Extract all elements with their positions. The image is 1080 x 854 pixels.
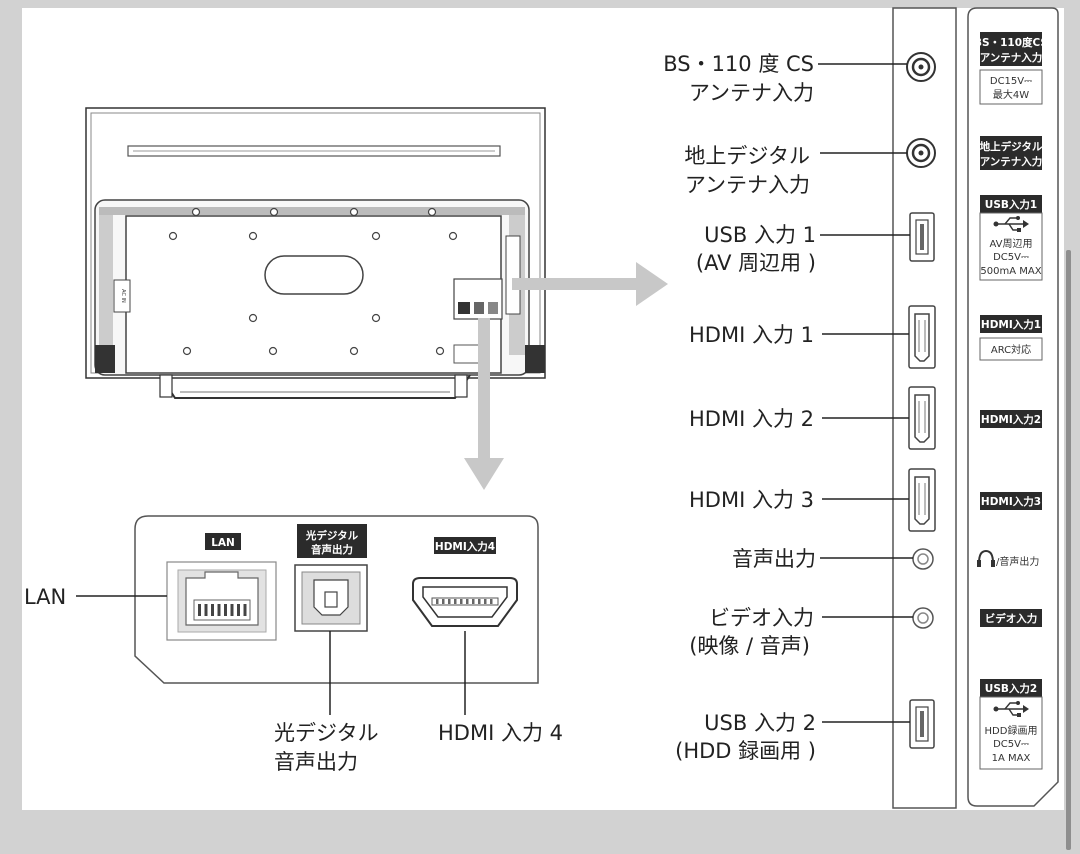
usb1-label-line1: USB 入力 1 xyxy=(704,223,816,247)
screw xyxy=(371,313,381,323)
hdmi1-label: HDMI 入力 1 xyxy=(689,323,814,347)
hdmi-pin xyxy=(478,599,481,604)
usb2-label-line2: (HDD 録画用 ) xyxy=(675,739,816,763)
optical-label-line1: 光デジタル xyxy=(274,721,379,745)
bs-cs-side-tag-line1: BS・110度CS xyxy=(974,36,1048,49)
screw xyxy=(427,207,437,217)
usb2-spec-line2: DC5V⎓ xyxy=(993,739,1029,750)
headphone-icon xyxy=(977,549,995,567)
audio-out-label: 音声出力 xyxy=(732,547,816,571)
video-in-label-line1: ビデオ入力 xyxy=(709,606,814,630)
screw xyxy=(191,207,201,217)
screw xyxy=(349,207,359,217)
lan-pin xyxy=(198,604,201,616)
screw xyxy=(248,313,258,323)
optical-port-icon xyxy=(294,564,368,632)
usb2-label-line1: USB 入力 2 xyxy=(704,711,816,735)
audio-out-side-tag: /音声出力 xyxy=(996,555,1039,568)
hdmi3-label: HDMI 入力 3 xyxy=(689,488,814,512)
screw xyxy=(269,207,279,217)
optical-tag-line1: 光デジタル xyxy=(305,529,359,542)
hdmi1-side-tag: HDMI入力1 xyxy=(981,318,1041,331)
arrow-icon xyxy=(464,318,504,490)
bs-cs-label-line2: アンテナ入力 xyxy=(689,81,814,105)
bs-cs-spec-line1: DC15V⎓ xyxy=(990,76,1032,87)
optical-label-line2: 音声出力 xyxy=(274,750,358,774)
arrow-icon xyxy=(512,262,668,306)
screw xyxy=(448,231,458,241)
hdmi3-side-tag: HDMI入力3 xyxy=(981,495,1041,508)
screw xyxy=(349,346,359,356)
optical-tag-line2: 音声出力 xyxy=(311,543,353,556)
lan-pin xyxy=(217,604,221,616)
mount-screws xyxy=(168,207,458,356)
side-panel-markings: BS・110度CS アンテナ入力 DC15V⎓ 最大4W 地上デジタル アンテナ… xyxy=(974,32,1048,770)
usb2-side-tag: USB入力2 xyxy=(985,682,1037,695)
lan-tag: LAN xyxy=(211,537,235,549)
hdmi1-spec: ARC対応 xyxy=(991,343,1031,356)
hdmi-pin xyxy=(472,599,475,604)
usb1-port-icon xyxy=(909,212,935,262)
screw xyxy=(435,346,445,356)
lan-pin xyxy=(230,604,234,616)
usb1-label-line2: (AV 周辺用 ) xyxy=(696,251,816,275)
hdmi-pin xyxy=(466,599,469,604)
hdmi-pin xyxy=(448,599,451,604)
bs-cs-spec-line2: 最大4W xyxy=(993,88,1029,101)
screw xyxy=(168,231,178,241)
usb2-spec-line3: 1A MAX xyxy=(992,753,1031,764)
lan-pin xyxy=(237,604,240,616)
lan-pin xyxy=(243,604,247,616)
screw xyxy=(248,231,258,241)
hdmi4-tag: HDMI入力4 xyxy=(435,540,495,553)
terrestrial-antenna-connector-icon xyxy=(905,137,937,169)
scrollbar[interactable] xyxy=(1066,250,1071,850)
hdmi2-port-icon xyxy=(908,386,936,450)
usb2-port-icon xyxy=(909,699,935,749)
hdmi-pin xyxy=(454,599,457,604)
usb1-spec-line1: AV周辺用 xyxy=(989,238,1032,250)
hdmi2-label: HDMI 入力 2 xyxy=(689,407,814,431)
video-in-jack-icon xyxy=(912,607,934,629)
leader-lines xyxy=(818,63,913,723)
screw xyxy=(371,231,381,241)
screw xyxy=(268,346,278,356)
hdmi-port-icon xyxy=(412,577,518,627)
lan-pin xyxy=(224,604,227,616)
terrestrial-side-tag-line2: アンテナ入力 xyxy=(980,155,1043,168)
hdmi4-label: HDMI 入力 4 xyxy=(438,721,563,745)
hdmi-pin xyxy=(442,599,445,604)
lan-port-icon xyxy=(166,561,277,641)
terrestrial-label-line1: 地上デジタル xyxy=(684,144,810,168)
bs-cs-antenna-connector-icon xyxy=(905,51,937,83)
screw xyxy=(182,346,192,356)
video-in-side-tag: ビデオ入力 xyxy=(985,612,1038,625)
lan-label: LAN xyxy=(24,585,66,609)
usb1-spec-line3: 500mA MAX xyxy=(980,266,1041,277)
hdmi2-side-tag: HDMI入力2 xyxy=(981,413,1041,426)
lan-pin xyxy=(211,604,214,616)
bottom-connector-panel: LAN 光デジタル 音声出力 HDMI入力4 xyxy=(134,515,539,684)
hdmi-pin xyxy=(460,599,463,604)
audio-out-jack-icon xyxy=(912,548,934,570)
terrestrial-label-line2: アンテナ入力 xyxy=(685,173,810,197)
ac-in-mark: AC IN xyxy=(120,289,126,303)
hdmi3-port-icon xyxy=(908,468,936,532)
tv-back-illustration: AC IN xyxy=(85,107,546,399)
hdmi-pin xyxy=(436,599,439,604)
usb2-spec-line1: HDD録画用 xyxy=(985,724,1038,737)
bs-cs-label-line1: BS・110 度 CS xyxy=(663,52,814,76)
usb1-spec-line2: DC5V⎓ xyxy=(993,252,1029,263)
lan-pin xyxy=(204,604,208,616)
terrestrial-side-tag-line1: 地上デジタル xyxy=(980,140,1043,153)
hdmi-pin xyxy=(490,599,493,604)
hdmi-pin xyxy=(484,599,487,604)
usb1-side-tag: USB入力1 xyxy=(985,198,1037,211)
bs-cs-side-tag-line2: アンテナ入力 xyxy=(980,51,1043,64)
hdmi1-port-icon xyxy=(908,305,936,369)
video-in-label-line2: (映像 / 音声) xyxy=(689,634,810,658)
